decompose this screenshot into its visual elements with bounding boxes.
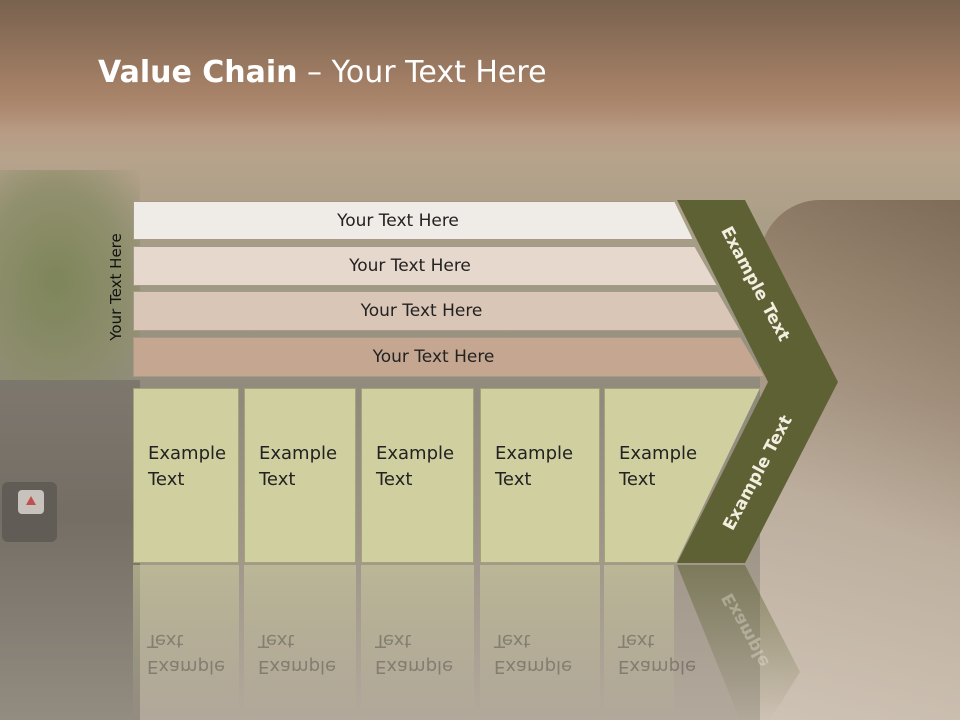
- chevron-shape: [677, 200, 838, 563]
- bar-1-label: Your Text Here: [337, 210, 459, 231]
- activity-box-2-line2: Text: [259, 469, 296, 490]
- bar-3: Your Text Here: [133, 291, 740, 331]
- activity-box-1-line2: Text: [148, 469, 185, 490]
- bar-1: Your Text Here: [133, 201, 693, 240]
- activity-box-3: Example Text: [361, 388, 474, 563]
- title-band: [0, 0, 960, 130]
- bar-4-label: Your Text Here: [372, 347, 495, 367]
- activity-box-1: Example Text: [133, 388, 239, 563]
- activity-box-2-line1: Example: [259, 443, 338, 464]
- activity-box-5-line1: Example: [619, 443, 698, 464]
- chevron-reflection: [677, 565, 800, 720]
- background-foliage: [0, 170, 140, 390]
- title-rest: – Your Text Here: [297, 55, 547, 90]
- activity-box-2: Example Text: [244, 388, 356, 563]
- title-bold: Value Chain: [98, 55, 298, 90]
- activity-box-5-line2: Text: [619, 469, 656, 490]
- hazard-button-icon: [18, 490, 44, 514]
- bar-2: Your Text Here: [133, 246, 717, 286]
- activity-box-1-line1: Example: [148, 443, 227, 464]
- bar-2-label: Your Text Here: [349, 256, 471, 276]
- activity-box-4: Example Text: [480, 388, 600, 563]
- activity-box-4-line2: Text: [495, 469, 532, 490]
- activity-box-4-line1: Example: [495, 443, 574, 464]
- activity-box-3-line1: Example: [376, 443, 455, 464]
- bar-3-label: Your Text Here: [360, 301, 483, 321]
- slide-title: Value Chain – Your Text Here: [98, 55, 547, 90]
- bar-4: Your Text Here: [133, 337, 764, 377]
- activity-box-3-line2: Text: [376, 469, 413, 490]
- background-dashboard: [0, 380, 140, 720]
